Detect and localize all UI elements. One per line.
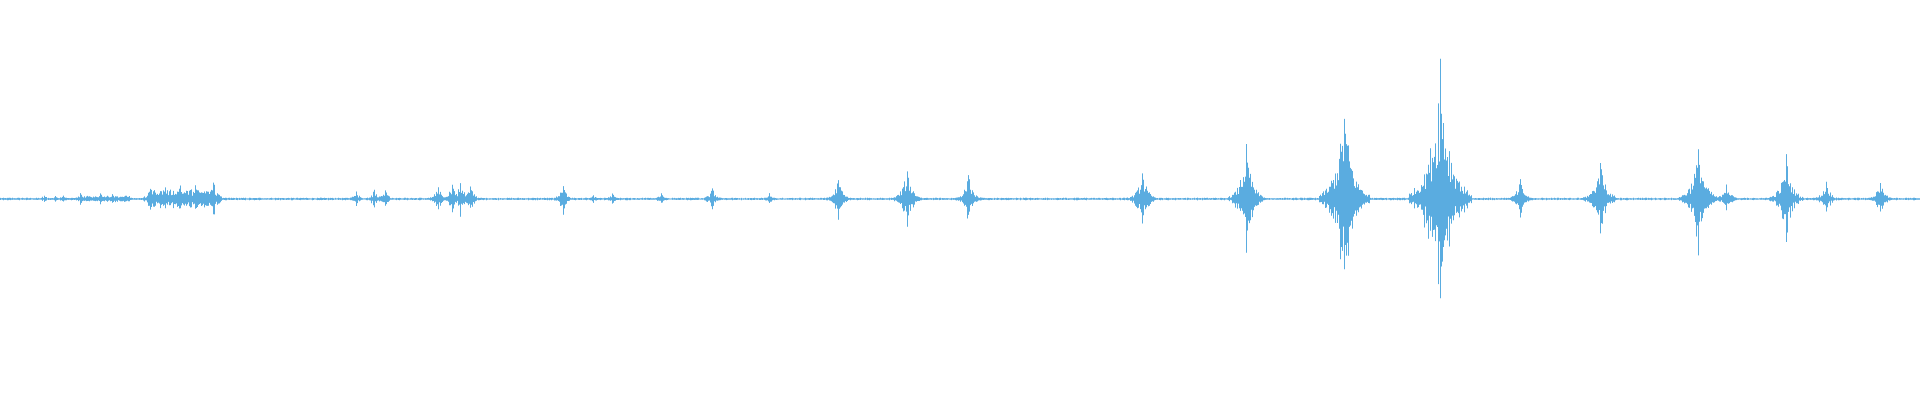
- waveform-columns: [0, 58, 1920, 299]
